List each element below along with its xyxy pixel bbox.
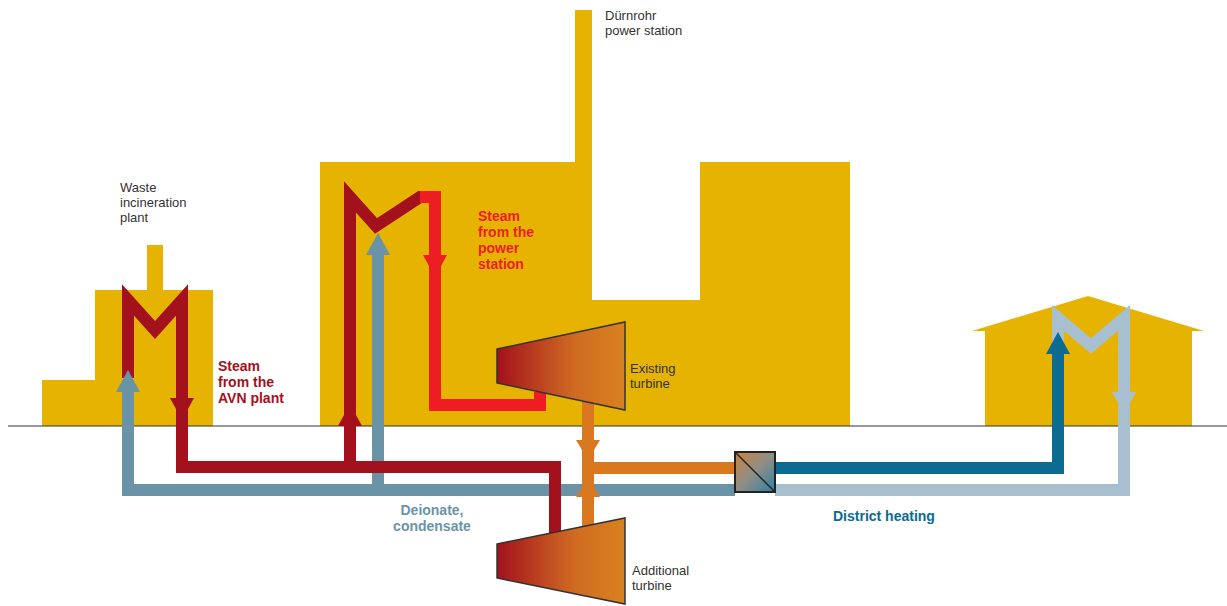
flow-label: Steam from the AVN plant [218,358,292,406]
turbine-shape [497,518,625,604]
condensate-pipe [372,250,384,490]
node-label: Existing turbine [630,361,692,391]
arrowhead [576,440,600,460]
node-label: Dürnrohr power station [605,8,695,38]
existing-turbine: Existing turbine [497,322,625,410]
turbine-body [497,518,625,604]
turbine-shape [497,322,625,410]
building-part [95,290,213,426]
steam-connector [182,426,350,467]
house [972,296,1204,426]
heat-exchanger [735,452,775,492]
node-label: Waste incineration plant [120,180,202,225]
turbine-body [497,322,625,410]
steam-connector [182,426,555,518]
arrowhead [576,477,600,497]
additional-turbine: Additional turbine [497,518,625,604]
power-station-building: Dürnrohr power stationExisting turbine [320,10,850,426]
node-label: Additional turbine [632,563,702,593]
arrowhead [1112,392,1136,414]
building-part [42,380,96,426]
heat-exchanger-divider [735,452,775,492]
building-part [575,10,592,301]
ground-line [8,426,1227,427]
flow-label: Deionate, condensate [380,502,484,534]
flow-label: District heating [833,508,993,524]
arrowhead [1046,332,1070,354]
building-part [147,245,163,291]
flow-label: Steam from the power station [478,208,542,272]
building-part [700,162,850,426]
